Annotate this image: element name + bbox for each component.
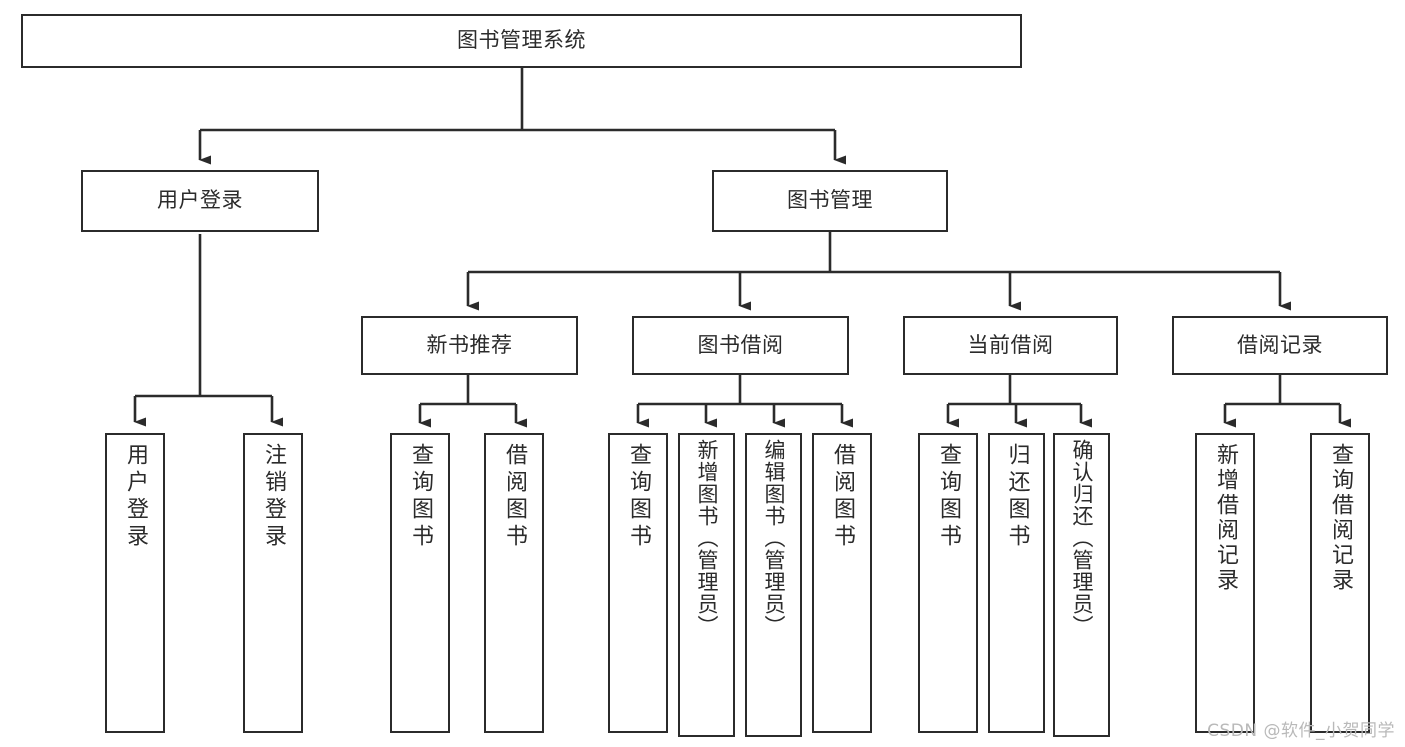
node-book-borrow[interactable]: 图书借阅 (632, 316, 849, 375)
node-label: 查询借阅记录 (1328, 443, 1353, 593)
node-label: 查询图书 (626, 443, 651, 551)
node-leaf-add-record[interactable]: 新增借阅记录 (1195, 433, 1255, 733)
node-label: 图书管理系统 (457, 28, 586, 53)
node-label: 借阅记录 (1237, 332, 1323, 357)
node-leaf-query-book-1[interactable]: 查询图书 (390, 433, 450, 733)
node-leaf-query-book-3[interactable]: 查询图书 (918, 433, 978, 733)
node-label: 借阅图书 (830, 443, 855, 551)
node-new-book-recommend[interactable]: 新书推荐 (361, 316, 578, 375)
node-label: 新书推荐 (426, 332, 513, 357)
node-label: 新增图书（管理员） (695, 439, 719, 637)
node-label: 当前借阅 (967, 332, 1054, 357)
node-label: 查询图书 (936, 443, 961, 551)
csdn-watermark: CSDN @软件_小贺同学 (1207, 721, 1395, 741)
node-leaf-user-login[interactable]: 用户登录 (105, 433, 165, 733)
node-user-login[interactable]: 用户登录 (81, 170, 319, 232)
node-label: 确认归还（管理员） (1070, 439, 1094, 637)
node-label: 图书管理 (787, 188, 873, 213)
node-root-book-management-system[interactable]: 图书管理系统 (21, 14, 1022, 68)
node-label: 查询图书 (408, 443, 433, 551)
node-current-borrow[interactable]: 当前借阅 (903, 316, 1118, 375)
node-leaf-borrow-book-2[interactable]: 借阅图书 (812, 433, 872, 733)
node-label: 图书借阅 (697, 332, 784, 357)
node-label: 新增借阅记录 (1213, 443, 1238, 593)
node-leaf-borrow-book-1[interactable]: 借阅图书 (484, 433, 544, 733)
node-label: 用户登录 (123, 443, 148, 551)
node-label: 归还图书 (1004, 443, 1030, 551)
node-label: 编辑图书（管理员） (762, 439, 786, 637)
node-label: 用户登录 (157, 188, 243, 213)
node-leaf-add-book[interactable]: 新增图书（管理员） (678, 433, 735, 737)
node-label: 注销登录 (261, 443, 286, 551)
node-label: 借阅图书 (502, 443, 527, 551)
node-borrow-record[interactable]: 借阅记录 (1172, 316, 1388, 375)
node-leaf-user-logout[interactable]: 注销登录 (243, 433, 303, 733)
node-leaf-return-book[interactable]: 归还图书 (988, 433, 1045, 733)
node-leaf-query-book-2[interactable]: 查询图书 (608, 433, 668, 733)
node-leaf-edit-book[interactable]: 编辑图书（管理员） (745, 433, 802, 737)
node-leaf-confirm-return[interactable]: 确认归还（管理员） (1053, 433, 1110, 737)
node-book-manage[interactable]: 图书管理 (712, 170, 948, 232)
node-leaf-query-record[interactable]: 查询借阅记录 (1310, 433, 1370, 733)
